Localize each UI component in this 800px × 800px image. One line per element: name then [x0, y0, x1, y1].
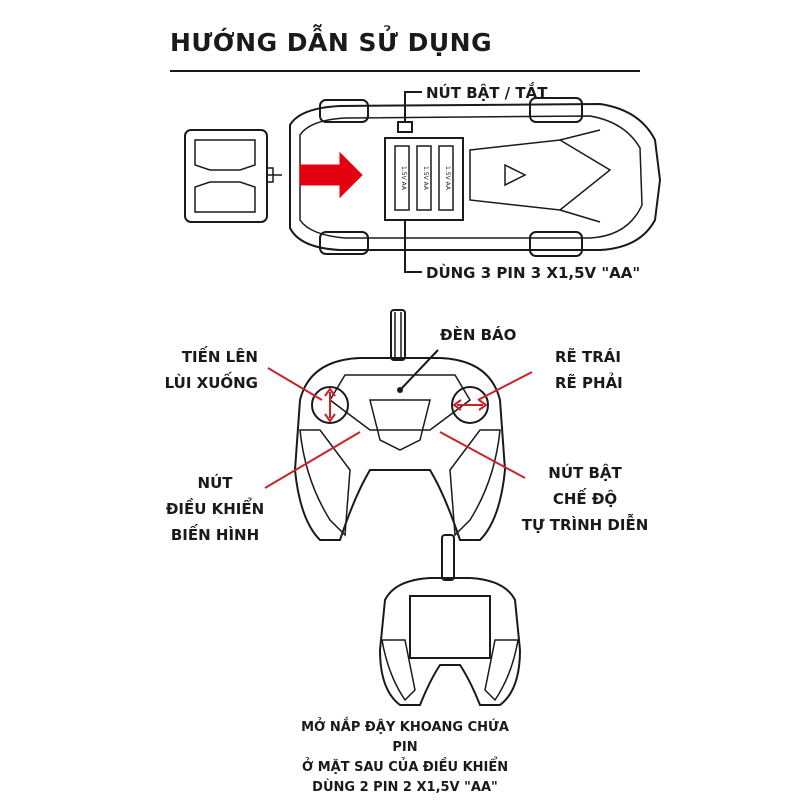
page-title: HƯỚNG DẪN SỬ DỤNG	[170, 28, 493, 57]
battery-label: DÙNG 3 PIN 3 X1,5V "AA"	[426, 264, 641, 282]
power-switch-label: NÚT BẬT / TẮT	[426, 84, 548, 102]
demo-label-line3: TỰ TRÌNH DIỄN	[521, 516, 649, 534]
battery-callout-line	[404, 220, 422, 273]
note-line2: Ở MẶT SAU CỦA ĐIỀU KHIỂN	[301, 760, 509, 775]
forward-backward-control	[311, 386, 349, 424]
turn-left-label: RẼ TRÁI	[555, 348, 621, 366]
forward-callout-line	[267, 367, 323, 401]
transform-label-line1: NÚT	[197, 474, 233, 492]
indicator-callout-line	[401, 349, 439, 389]
transform-callout-line	[264, 431, 361, 489]
demo-label-line1: NÚT BẬT	[548, 464, 622, 482]
power-callout-line	[404, 91, 422, 122]
indicator-label: ĐÈN BÁO	[440, 326, 517, 344]
antenna	[390, 309, 406, 361]
turn-right-label: RẼ PHẢI	[555, 374, 623, 392]
transform-label-line2: ĐIỀU KHIỂN	[165, 500, 265, 518]
battery-cell-label: 1.5V AA	[422, 166, 429, 191]
battery-cover	[184, 129, 282, 223]
antenna	[441, 534, 455, 581]
demo-label-line2: CHẾ ĐỘ	[552, 490, 618, 508]
note-line3: DÙNG 2 PIN 2 X1,5V "AA"	[312, 780, 498, 795]
battery-cell-label: 1.5V AA	[400, 166, 407, 191]
left-right-control	[451, 386, 489, 424]
forward-label: TIẾN LÊN	[181, 348, 258, 366]
title-underline	[170, 70, 640, 72]
car-body	[289, 97, 662, 257]
insert-direction-arrow-icon	[299, 151, 363, 199]
turn-callout-line	[477, 371, 533, 401]
backward-label: LÙI XUỐNG	[164, 374, 258, 392]
battery-cover-back	[409, 595, 491, 659]
transform-label-line3: BIẾN HÌNH	[170, 526, 260, 544]
indicator-light	[397, 387, 403, 393]
battery-cell-label: 1.5V AA	[444, 166, 451, 191]
battery-compartment: 1.5V AA 1.5V AA 1.5V AA	[384, 137, 464, 221]
note-line1: MỞ NẮP ĐẬY KHOANG CHỨA PIN	[301, 720, 509, 755]
battery-instruction-note: MỞ NẮP ĐẬY KHOANG CHỨA PIN Ở MẶT SAU CỦA…	[290, 718, 520, 798]
demo-callout-line	[439, 431, 526, 479]
